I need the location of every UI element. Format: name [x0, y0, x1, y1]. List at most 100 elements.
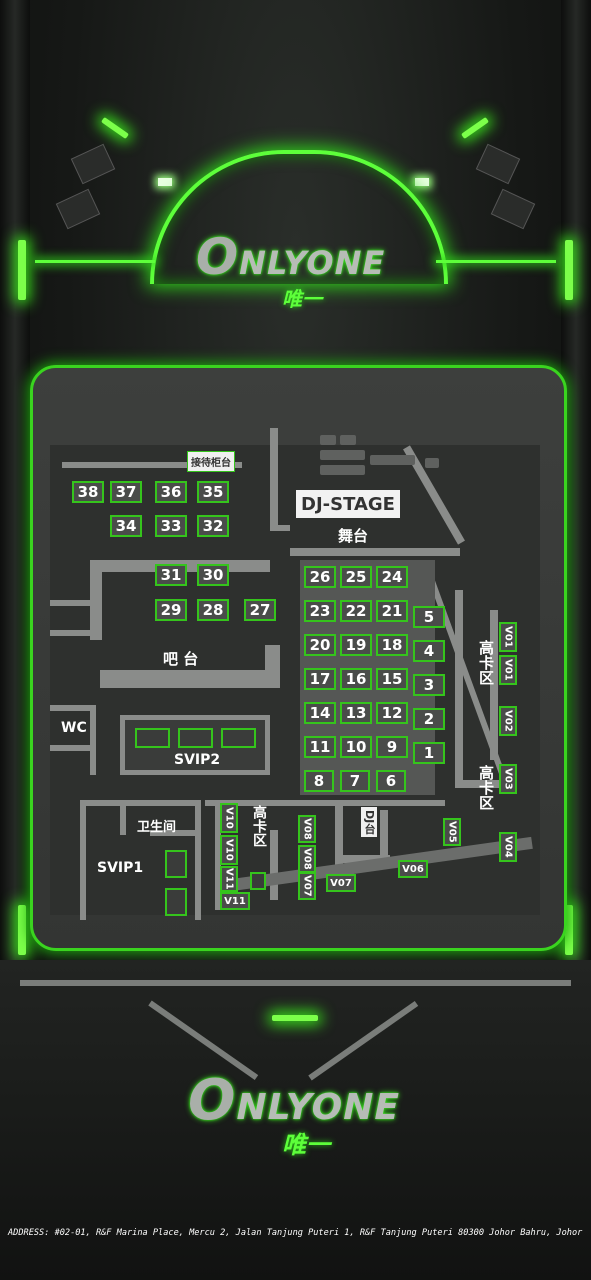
- table-29[interactable]: 29: [155, 599, 187, 621]
- table-4[interactable]: 4: [413, 640, 445, 662]
- table-33[interactable]: 33: [155, 515, 187, 537]
- booth-seat[interactable]: [250, 872, 266, 890]
- table-18[interactable]: 18: [376, 634, 408, 656]
- neon-strip: [460, 116, 490, 140]
- high-booth-label: 高卡区: [477, 640, 495, 685]
- vip-table-v01[interactable]: V01: [499, 622, 517, 652]
- vip-table-v11-b[interactable]: V11: [220, 892, 250, 910]
- wall: [335, 855, 390, 863]
- table-25[interactable]: 25: [340, 566, 372, 588]
- table-31[interactable]: 31: [155, 564, 187, 586]
- vip-table-v10[interactable]: V10: [220, 803, 238, 833]
- truss-beam: [20, 980, 571, 986]
- table-28[interactable]: 28: [197, 599, 229, 621]
- vip-table-v07-b[interactable]: V07: [298, 872, 316, 900]
- svip2-sofa[interactable]: [135, 728, 170, 748]
- neon-strip: [272, 1015, 318, 1021]
- dj-booth-label: DJ台: [361, 807, 377, 837]
- bottom-logo-cn: 唯一: [282, 1131, 330, 1159]
- table-13[interactable]: 13: [340, 702, 372, 724]
- wall: [120, 805, 126, 835]
- dj-stage-label: DJ-STAGE: [296, 490, 400, 518]
- wall: [270, 428, 278, 528]
- table-32[interactable]: 32: [197, 515, 229, 537]
- wall: [455, 590, 463, 780]
- wall: [50, 600, 100, 606]
- table-19[interactable]: 19: [340, 634, 372, 656]
- table-1[interactable]: 1: [413, 742, 445, 764]
- vip-table-v08[interactable]: V08: [298, 815, 316, 843]
- table-8[interactable]: 8: [304, 770, 334, 792]
- wall: [50, 705, 90, 711]
- equipment: [320, 435, 336, 445]
- vip-table-v02[interactable]: V02: [499, 706, 517, 736]
- wall: [265, 645, 280, 675]
- table-30[interactable]: 30: [197, 564, 229, 586]
- table-6[interactable]: 6: [376, 770, 406, 792]
- vip-table-v11[interactable]: V11: [220, 866, 238, 892]
- wall: [215, 800, 221, 910]
- vip-table-v01-b[interactable]: V01: [499, 655, 517, 685]
- svip2-sofa[interactable]: [221, 728, 256, 748]
- bar-counter: [100, 670, 280, 688]
- neon-strip: [100, 116, 130, 140]
- table-21[interactable]: 21: [376, 600, 408, 622]
- table-34[interactable]: 34: [110, 515, 142, 537]
- arch-neon-left: [35, 260, 155, 263]
- wall: [335, 800, 343, 865]
- left-neon-light: [18, 240, 26, 300]
- svip1-label: SVIP1: [97, 860, 144, 876]
- table-16[interactable]: 16: [340, 668, 372, 690]
- table-37[interactable]: 37: [110, 481, 142, 503]
- table-23[interactable]: 23: [304, 600, 336, 622]
- table-3[interactable]: 3: [413, 674, 445, 696]
- wall: [80, 800, 200, 806]
- high-booth-label: 高卡区: [251, 805, 267, 847]
- bottom-structure: [0, 960, 591, 1280]
- vip-table-v08-b[interactable]: V08: [298, 845, 316, 873]
- vip-table-v03[interactable]: V03: [499, 764, 517, 794]
- equipment: [340, 435, 356, 445]
- wc-label: WC: [61, 720, 87, 736]
- table-38[interactable]: 38: [72, 481, 104, 503]
- vip-table-v04[interactable]: V04: [499, 832, 517, 862]
- table-5[interactable]: 5: [413, 606, 445, 628]
- equipment: [425, 458, 439, 468]
- spotlight-beam: [415, 178, 429, 186]
- table-15[interactable]: 15: [376, 668, 408, 690]
- spotlight: [490, 188, 536, 230]
- table-36[interactable]: 36: [155, 481, 187, 503]
- vip-table-v10-b[interactable]: V10: [220, 835, 238, 865]
- vip-table-v05[interactable]: V05: [443, 818, 461, 846]
- table-17[interactable]: 17: [304, 668, 336, 690]
- wall: [80, 800, 86, 920]
- wall: [205, 800, 445, 806]
- table-20[interactable]: 20: [304, 634, 336, 656]
- top-logo: ONLYONE: [196, 228, 386, 286]
- table-24[interactable]: 24: [376, 566, 408, 588]
- table-35[interactable]: 35: [197, 481, 229, 503]
- svip2-sofa[interactable]: [178, 728, 213, 748]
- vip-table-v07[interactable]: V07: [326, 874, 356, 892]
- svip1-sofa[interactable]: [165, 888, 187, 916]
- table-10[interactable]: 10: [340, 736, 372, 758]
- top-logo-cn: 唯一: [282, 287, 322, 311]
- table-7[interactable]: 7: [340, 770, 370, 792]
- table-22[interactable]: 22: [340, 600, 372, 622]
- svip1-sofa[interactable]: [165, 850, 187, 878]
- wall: [270, 830, 278, 900]
- bar-label: 吧 台: [163, 650, 199, 668]
- vip-table-v06[interactable]: V06: [398, 860, 428, 878]
- reception-label: 接待柜台: [187, 451, 235, 472]
- table-26[interactable]: 26: [304, 566, 336, 588]
- table-27[interactable]: 27: [244, 599, 276, 621]
- table-12[interactable]: 12: [376, 702, 408, 724]
- table-2[interactable]: 2: [413, 708, 445, 730]
- wall: [270, 525, 290, 531]
- table-11[interactable]: 11: [304, 736, 336, 758]
- right-neon-light-lower: [565, 905, 573, 955]
- wall: [455, 780, 500, 788]
- table-9[interactable]: 9: [376, 736, 408, 758]
- table-14[interactable]: 14: [304, 702, 336, 724]
